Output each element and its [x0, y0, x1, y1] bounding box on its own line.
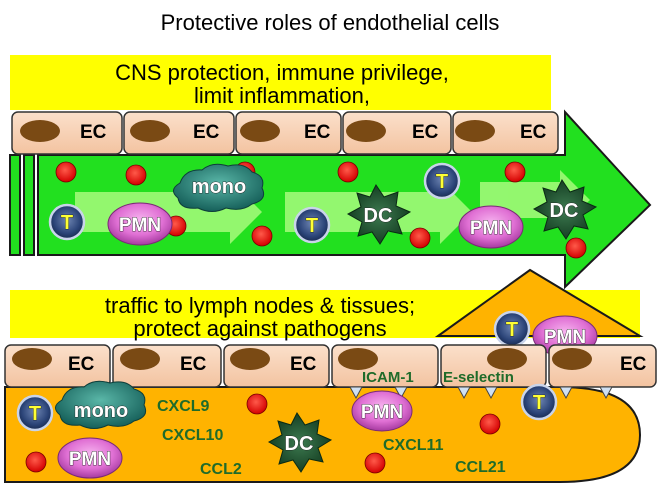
ec-label: EC: [193, 122, 220, 143]
pmn-label: PMN: [119, 215, 161, 236]
t-cell: T: [493, 310, 531, 348]
rbc-dot: [337, 161, 359, 183]
dc-label: DC: [285, 433, 314, 455]
ec-label: EC: [180, 354, 207, 375]
mono-label: mono: [192, 176, 246, 198]
dendritic-cell: DC: [346, 184, 412, 245]
rbc-dot: [55, 161, 77, 183]
pmn-label: PMN: [69, 449, 111, 470]
t-cell: T: [16, 394, 54, 432]
nucleus: [130, 120, 170, 142]
rbc-dot: [409, 227, 431, 249]
ec-label: EC: [80, 122, 107, 143]
pmn-label: PMN: [470, 218, 512, 239]
ccl2-label: CCL2: [200, 461, 242, 478]
t-cell: T: [520, 383, 558, 421]
nucleus: [338, 348, 378, 370]
rbc-dot: [251, 225, 273, 247]
nucleus: [455, 120, 495, 142]
endothelial-cell: EC: [4, 344, 111, 388]
ec-label: EC: [290, 354, 317, 375]
bottom-red-blood-cells: [25, 393, 501, 474]
ec-label: EC: [68, 354, 95, 375]
vessel-wall-left: [9, 154, 21, 256]
t-cell-label: T: [506, 319, 518, 341]
dc-label: DC: [364, 205, 393, 227]
t-cell-label: T: [29, 403, 41, 425]
pmn-cell: PMN: [107, 202, 173, 246]
t-cell: T: [423, 162, 461, 200]
cxcl11-label: CXCL11: [383, 437, 444, 454]
t-cell-label: T: [306, 215, 318, 237]
mono-label: mono: [74, 400, 128, 422]
nucleus: [346, 120, 386, 142]
pmn-label: PMN: [361, 402, 403, 423]
nucleus: [487, 348, 527, 370]
nucleus: [20, 120, 60, 142]
t-cell: T: [293, 206, 331, 244]
pmn-label: PMN: [544, 327, 586, 348]
mono-cell: mono: [173, 163, 265, 212]
vessel-wall-right: [23, 154, 35, 256]
cxcl9-label: CXCL9: [157, 398, 210, 415]
rbc-dot: [565, 237, 587, 259]
top-caption-line1: CNS protection, immune privilege,: [115, 60, 449, 85]
t-cell-label: T: [61, 212, 73, 234]
rbc-dot: [504, 161, 526, 183]
endothelial-cell: EC: [11, 111, 123, 155]
nucleus: [240, 120, 280, 142]
mono-cell: mono: [55, 380, 147, 429]
bottom-caption-line1: traffic to lymph nodes & tissues;: [105, 293, 415, 318]
dendritic-cell: DC: [267, 412, 333, 473]
nucleus: [120, 348, 160, 370]
endothelial-cell: EC: [223, 344, 330, 388]
nucleus: [552, 348, 592, 370]
top-caption-band: [10, 55, 551, 110]
bottom-caption-line2: protect against pathogens: [133, 316, 386, 341]
dc-label: DC: [550, 200, 579, 222]
ec-label: EC: [304, 122, 331, 143]
rbc-dot: [479, 413, 501, 435]
t-cell: T: [48, 203, 86, 241]
adhesion-spikes: [349, 386, 613, 400]
rbc-dot: [246, 393, 268, 415]
cxcl10-label: CXCL10: [162, 427, 223, 444]
nucleus: [12, 348, 52, 370]
endothelial-cell: EC: [548, 344, 657, 388]
pmn-cell: PMN: [458, 205, 524, 249]
top-red-blood-cells: [55, 161, 587, 259]
endothelial-cell: EC: [112, 344, 222, 388]
bottom-ec-row: EC EC EC EC: [4, 344, 657, 388]
pmn-cell: PMN: [57, 437, 123, 479]
ccl21-label: CCL21: [455, 459, 506, 476]
endothelial-cell: EC: [452, 111, 559, 155]
rbc-dot: [364, 452, 386, 474]
top-ec-row: EC EC EC EC EC: [11, 111, 559, 155]
ec-label: EC: [620, 354, 647, 375]
pmn-cell: PMN: [351, 390, 413, 432]
endothelial-cell: EC: [342, 111, 452, 155]
dendritic-cell: DC: [532, 179, 598, 240]
endothelial-cell: EC: [123, 111, 235, 155]
nucleus: [230, 348, 270, 370]
endothelial-cell: EC: [235, 111, 342, 155]
ec-label: EC: [520, 122, 547, 143]
bottom-vessel: [4, 386, 642, 483]
t-cell-label: T: [533, 392, 545, 414]
diagram-title: Protective roles of endothelial cells: [161, 10, 500, 35]
rbc-dot: [125, 164, 147, 186]
ec-label: EC: [412, 122, 439, 143]
rbc-dot: [25, 451, 47, 473]
icam1-label: ICAM-1: [362, 369, 414, 386]
eselectin-label: E-selectin: [443, 369, 514, 386]
t-cell-label: T: [436, 171, 448, 193]
endothelial-cell: [331, 344, 439, 388]
top-caption-line2: limit inflammation,: [194, 83, 370, 108]
